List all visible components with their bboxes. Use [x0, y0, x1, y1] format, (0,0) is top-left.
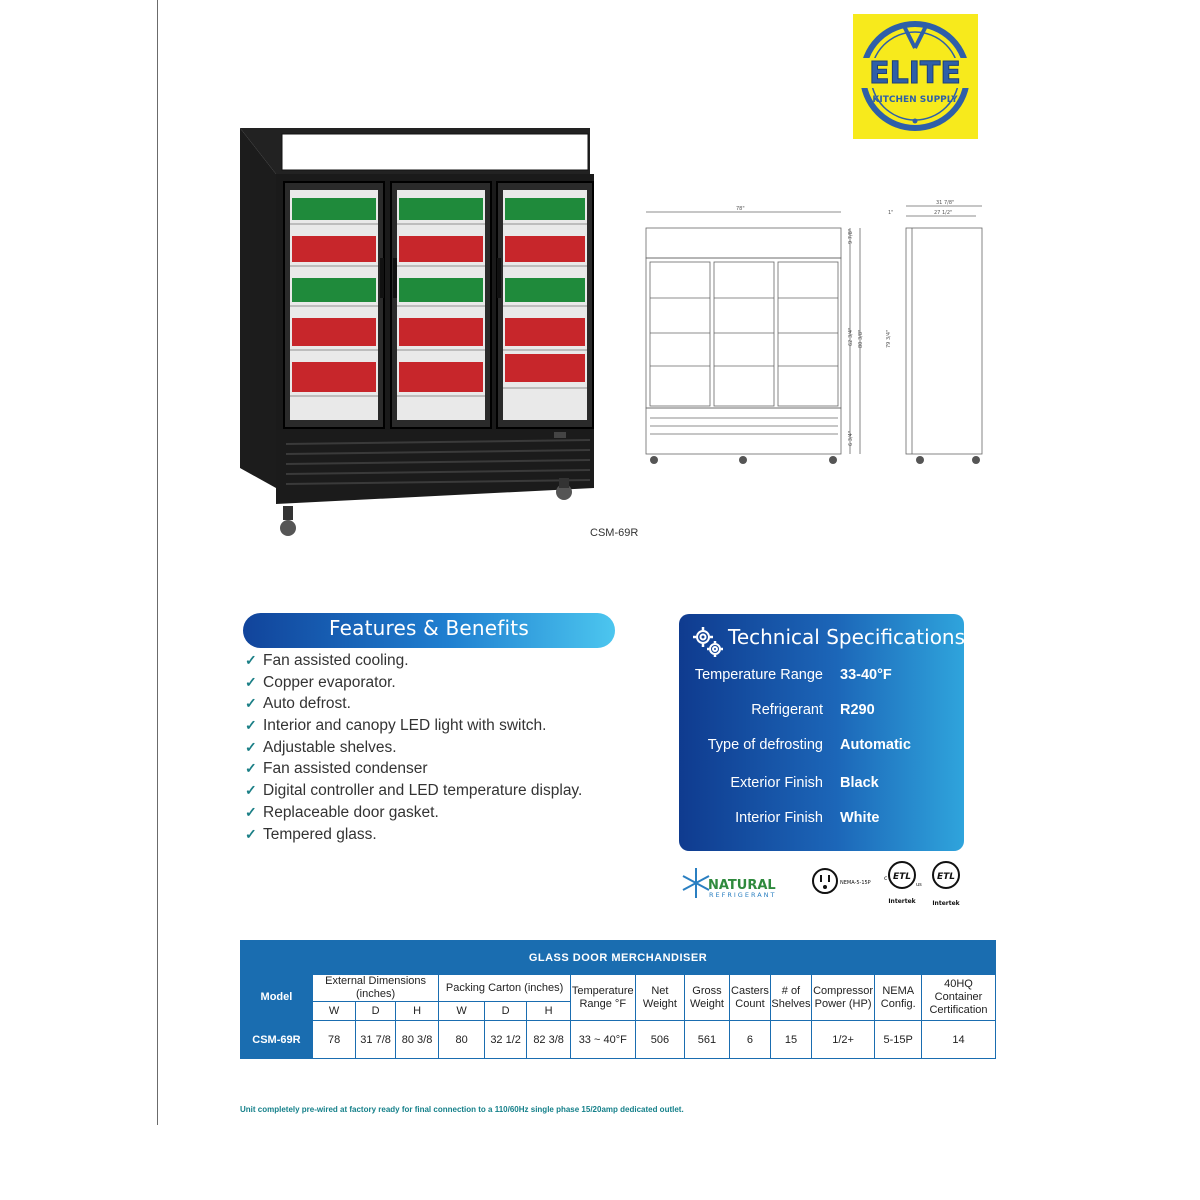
svg-text:REFRIGERANT: REFRIGERANT [709, 891, 776, 899]
check-icon: ✓ [245, 738, 257, 755]
features-header: Features & Benefits [243, 613, 615, 648]
header-external-dimensions: External Dimensions (inches) [311, 974, 440, 1002]
header-gross-weight: Gross Weight [684, 974, 730, 1021]
cell-ext-d: 31 7/8 [355, 1020, 396, 1059]
svg-text:ETL: ETL [937, 872, 955, 882]
svg-text:Intertek: Intertek [932, 900, 960, 907]
check-icon: ✓ [245, 652, 257, 668]
feature-item: ✓Fan assisted cooling. [245, 650, 582, 672]
cell-pk-w: 80 [438, 1020, 485, 1059]
check-icon: ✓ [245, 825, 257, 842]
dimension-drawing: 78" 31 7/8" 27 1/2" 1" 9 7/8" 62 3/4" 80… [638, 198, 996, 470]
svg-text:NATURAL: NATURAL [708, 878, 776, 893]
cell-net: 506 [634, 1020, 686, 1059]
feature-item: ✓Interior and canopy LED light with swit… [245, 715, 582, 737]
svg-text:NEMA-5-15P: NEMA-5-15P [840, 880, 871, 886]
cell-pk-h: 82 3/8 [526, 1020, 571, 1059]
check-icon: ✓ [245, 695, 257, 712]
elite-kitchen-supply-logo: ELITE KITCHEN SUPPLY [853, 14, 978, 139]
depth-inner-dimension-label: 27 1/2" [934, 210, 952, 216]
sub-header-d: D [355, 1001, 396, 1021]
feature-item: ✓Fan assisted condenser [245, 758, 582, 780]
table-row: CSM-69R 78 31 7/8 80 3/8 80 32 1/2 82 3/… [240, 1020, 997, 1059]
base-height-dimension-label: 6 3/4" [848, 431, 854, 446]
footnote: Unit completely pre-wired at factory rea… [240, 1105, 684, 1114]
specs-title: Technical Specifications [728, 625, 966, 649]
check-icon: ✓ [245, 803, 257, 820]
header-net-weight: Net Weight [634, 974, 686, 1021]
feature-item: ✓Auto defrost. [245, 693, 582, 715]
depth-total-dimension-label: 31 7/8" [936, 200, 954, 206]
sub-header-h: H [394, 1001, 440, 1021]
features-title: Features & Benefits [329, 616, 529, 640]
header-model: Model [240, 974, 313, 1021]
check-icon: ✓ [245, 760, 257, 777]
header-container-certification: 40HQ Container Certification [920, 974, 997, 1021]
cell-shelves: 15 [770, 1020, 812, 1059]
spec-table: GLASS DOOR MERCHANDISER Model External D… [240, 940, 997, 1059]
header-casters-count: Casters Count [728, 974, 772, 1021]
cell-pk-d: 32 1/2 [483, 1020, 528, 1059]
cell-container: 14 [920, 1020, 997, 1059]
total-height-dimension-label: 79 3/4" [886, 330, 892, 348]
table-title: GLASS DOOR MERCHANDISER [240, 940, 996, 975]
top-height-dimension-label: 9 7/8" [848, 229, 854, 244]
svg-text:Intertek: Intertek [888, 898, 916, 905]
sub-header-w: W [438, 1001, 485, 1021]
gears-icon [693, 627, 723, 657]
cell-ext-h: 80 3/8 [394, 1020, 440, 1059]
cell-nema: 5-15P [874, 1020, 922, 1059]
cell-ext-w: 78 [311, 1020, 357, 1059]
technical-specifications-panel: Technical Specifications Temperature Ran… [679, 614, 966, 851]
feature-list: ✓Fan assisted cooling. ✓Copper evaporato… [245, 650, 582, 845]
snowflake-icon [682, 868, 710, 898]
nema-plug-icon: NEMA-5-15P [812, 868, 871, 894]
feature-item: ✓Adjustable shelves. [245, 737, 582, 759]
door-height-dimension-label: 62 3/4" [848, 328, 854, 346]
header-nema-config: NEMA Config. [874, 974, 922, 1021]
header-shelves: # of Shelves [770, 974, 812, 1021]
cell-compressor: 1/2+ [810, 1020, 876, 1059]
natural-refrigerant-badge: NATURAL REFRIGERANT [708, 878, 776, 899]
cell-gross: 561 [684, 1020, 730, 1059]
header-compressor-power: Compressor Power (HP) [810, 974, 876, 1021]
logo-tagline-text: KITCHEN SUPPLY [872, 95, 958, 105]
model-caption: CSM-69R [590, 527, 639, 539]
offset-dimension-label: 1" [888, 210, 893, 216]
check-icon: ✓ [245, 717, 257, 734]
certification-badges: NATURAL REFRIGERANT NEMA-5-15P ETL c us … [680, 856, 970, 912]
feature-item: ✓Tempered glass. [245, 824, 582, 846]
cell-temp: 33 ~ 40°F [569, 1020, 636, 1059]
feature-item: ✓Copper evaporator. [245, 672, 582, 694]
svg-text:ETL: ETL [893, 872, 911, 882]
cell-casters: 6 [728, 1020, 772, 1059]
etl-badge: ETL Intertek [932, 861, 961, 907]
etl-c-us-badge: ETL c us Intertek [884, 861, 922, 905]
product-photo [238, 128, 598, 540]
body-height-dimension-label: 80 3/8" [858, 330, 864, 348]
width-dimension-label: 78" [736, 206, 745, 212]
header-packing-carton: Packing Carton (inches) [438, 974, 571, 1002]
logo-brand-text: ELITE [869, 56, 961, 91]
sub-header-h: H [526, 1001, 571, 1021]
feature-item: ✓Digital controller and LED temperature … [245, 780, 582, 802]
sub-header-d: D [483, 1001, 528, 1021]
check-icon: ✓ [245, 673, 257, 690]
check-icon: ✓ [245, 782, 257, 799]
sub-header-w: W [311, 1001, 357, 1021]
header-temperature-range: Temperature Range °F [569, 974, 636, 1021]
svg-text:us: us [916, 882, 922, 888]
page-margin-rule [157, 0, 158, 1125]
feature-item: ✓Replaceable door gasket. [245, 802, 582, 824]
cell-model: CSM-69R [240, 1020, 313, 1059]
svg-text:c: c [884, 875, 887, 882]
